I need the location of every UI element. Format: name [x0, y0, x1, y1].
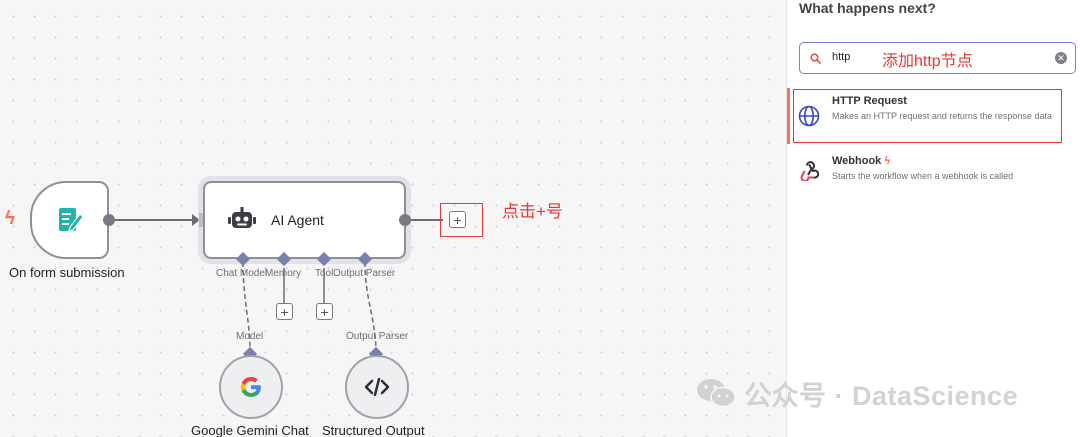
- search-icon: [810, 53, 821, 64]
- result-http-request[interactable]: HTTP Request Makes an HTTP request and r…: [787, 95, 1080, 151]
- parser-link-label: Output Parser: [346, 331, 409, 342]
- trigger-bolt-icon: ϟ: [884, 155, 891, 167]
- result-title: HTTP Request: [832, 95, 907, 107]
- agent-output-port[interactable]: [399, 214, 411, 226]
- form-trigger-node[interactable]: [30, 181, 109, 259]
- result-title-text: Webhook: [832, 155, 882, 167]
- result-description: Starts the workflow when a webhook is ca…: [832, 171, 1014, 181]
- panel-title: What happens next?: [799, 0, 936, 16]
- code-icon: [365, 378, 389, 396]
- result-title: Webhook ϟ: [832, 155, 1080, 167]
- ai-agent-node[interactable]: AI Agent: [203, 181, 406, 259]
- trigger-output-port[interactable]: [103, 214, 115, 226]
- webhook-icon: [800, 161, 819, 181]
- add-node-highlight: [440, 203, 483, 237]
- agent-input-port[interactable]: [199, 213, 206, 227]
- tool-label: Tool: [315, 268, 334, 279]
- form-icon: [58, 208, 84, 232]
- wechat-icon: [697, 379, 736, 408]
- connection-lines: [109, 219, 443, 353]
- node-creator-panel: What happens next? http 添加http节点 ✕ HTTP …: [786, 0, 1080, 437]
- trigger-node-label: On form submission: [9, 265, 125, 280]
- google-icon: [241, 377, 261, 397]
- add-memory-button[interactable]: +: [276, 303, 293, 320]
- watermark-text: 公众号 · DataScience: [744, 381, 1019, 411]
- robot-icon: [228, 207, 256, 228]
- selected-indicator: [787, 88, 790, 144]
- search-annotation: 添加http节点: [882, 53, 973, 70]
- arrow-head-icon: [192, 214, 200, 226]
- gemini-chat-node[interactable]: [219, 355, 283, 419]
- output-parser-label: Output Parser: [333, 268, 396, 279]
- chat-model-label: Chat Model: [216, 268, 268, 279]
- http-request-highlight: [793, 89, 1062, 143]
- clear-search-icon[interactable]: ✕: [1055, 52, 1067, 64]
- structured-output-node[interactable]: [345, 355, 409, 419]
- trigger-bolt-icon: ϟ: [5, 208, 16, 229]
- click-plus-annotation: 点击+号: [502, 202, 563, 221]
- model-link-label: Model: [236, 331, 264, 342]
- search-value: http: [832, 51, 851, 63]
- structured-node-label: Structured Output: [322, 423, 425, 437]
- gemini-node-label: Google Gemini Chat: [191, 423, 309, 437]
- memory-label: Memory: [265, 268, 302, 279]
- search-input[interactable]: http 添加http节点 ✕: [799, 42, 1076, 74]
- add-node-button[interactable]: +: [449, 211, 466, 228]
- result-webhook[interactable]: Webhook ϟ Starts the workflow when a web…: [787, 155, 1080, 211]
- add-tool-button[interactable]: +: [316, 303, 333, 320]
- agent-node-title: AI Agent: [271, 212, 324, 228]
- globe-icon: [798, 105, 820, 127]
- result-description: Makes an HTTP request and returns the re…: [832, 111, 1052, 121]
